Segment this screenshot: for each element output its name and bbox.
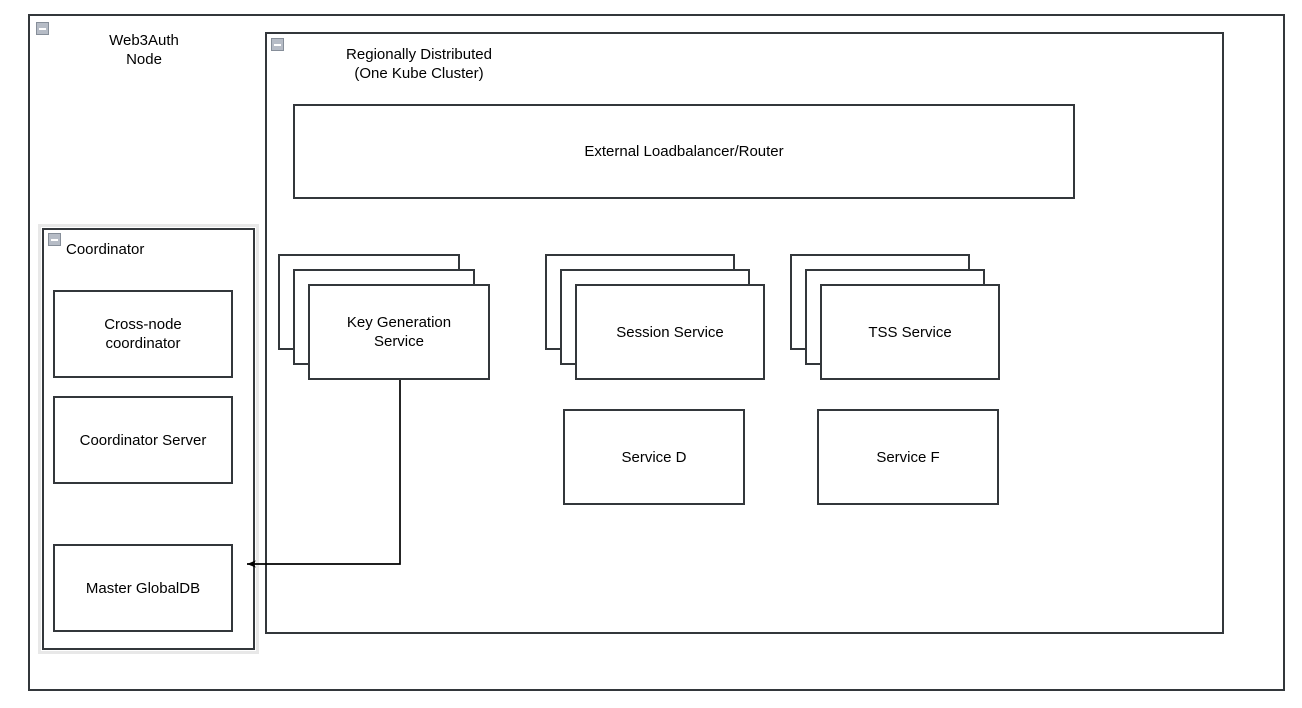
web3auth-node-title: Web3Auth Node: [109, 32, 179, 68]
key-generation-service-replica-1[interactable]: Key Generation Service: [308, 284, 490, 380]
session-service-replica-1[interactable]: Session Service: [575, 284, 765, 380]
session-service-label: Session Service: [616, 323, 724, 341]
kube-cluster-collapse-icon[interactable]: [271, 38, 284, 51]
external-loadbalancer-label: External Loadbalancer/Router: [584, 143, 784, 160]
session-service-stack[interactable]: Session Service: [545, 254, 765, 380]
tss-service-stack[interactable]: TSS Service: [790, 254, 1000, 380]
coordinator-title: Coordinator: [66, 241, 145, 258]
service-f-label: Service F: [876, 448, 940, 466]
master-globaldb-box[interactable]: Master GlobalDB: [53, 544, 233, 632]
coordinator-server-box[interactable]: Coordinator Server: [53, 396, 233, 484]
key-generation-service-stack[interactable]: Key Generation Service: [278, 254, 490, 380]
service-d-box[interactable]: Service D: [563, 409, 745, 505]
service-d-label: Service D: [621, 448, 687, 466]
web3auth-node-collapse-icon[interactable]: [36, 22, 49, 35]
tss-service-replica-1[interactable]: TSS Service: [820, 284, 1000, 380]
tss-service-label: TSS Service: [868, 323, 952, 341]
cross-node-coordinator-box[interactable]: Cross-node coordinator: [53, 290, 233, 378]
service-f-box[interactable]: Service F: [817, 409, 999, 505]
external-loadbalancer-box[interactable]: External Loadbalancer/Router: [293, 104, 1075, 199]
master-globaldb-label: Master GlobalDB: [85, 579, 201, 597]
kube-cluster-title: Regionally Distributed (One Kube Cluster…: [346, 46, 492, 82]
cross-node-coordinator-label: Cross-node coordinator: [104, 316, 182, 352]
coordinator-collapse-icon[interactable]: [48, 233, 61, 246]
key-generation-service-label: Key Generation Service: [346, 314, 452, 350]
coordinator-server-label: Coordinator Server: [79, 431, 207, 449]
